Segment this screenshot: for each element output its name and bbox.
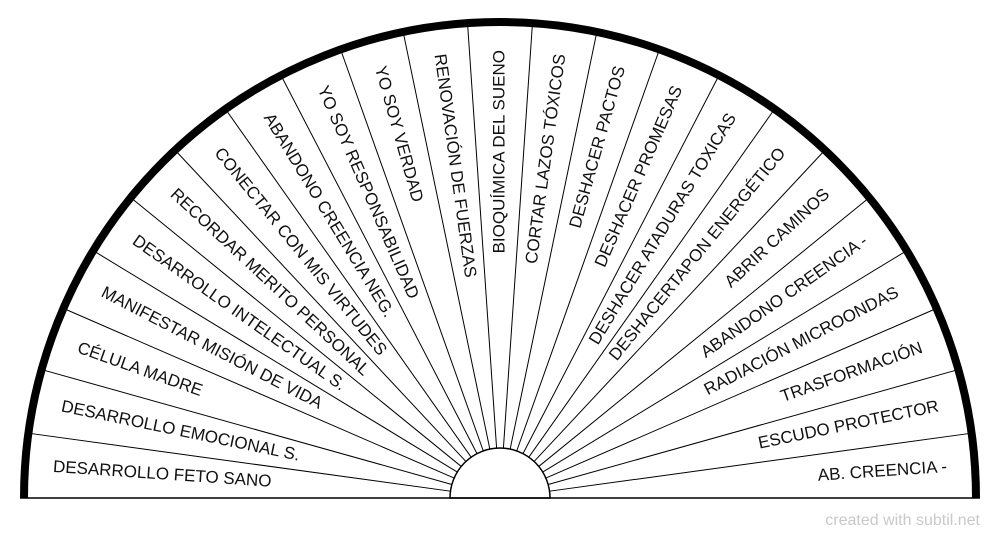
segment-divider	[280, 75, 478, 454]
segment-label: YO SOY VERDAD	[371, 64, 427, 204]
segment-divider	[538, 197, 870, 467]
segment-divider	[225, 108, 472, 458]
segment-divider	[522, 75, 720, 454]
segment-divider	[63, 307, 455, 479]
inner-hub	[449, 447, 551, 499]
segment-divider	[402, 31, 491, 450]
segment-label: BIOQUÍMICA DEL SUENO	[489, 50, 508, 253]
segment-divider	[549, 432, 972, 492]
segment-divider	[528, 108, 775, 458]
segment-divider	[509, 31, 598, 450]
segment-label: RENOVACIÓN DE FUERZAS	[431, 53, 481, 279]
segment-divider	[130, 197, 462, 467]
segment-divider	[516, 49, 660, 452]
segment-divider	[545, 307, 937, 479]
segment-divider	[542, 250, 907, 473]
segment-divider	[340, 49, 484, 452]
segment-label: AB. CREENCIA -	[817, 457, 947, 485]
segment-dividers	[28, 23, 972, 492]
segment-divider	[467, 23, 498, 449]
segment-divider	[174, 149, 467, 462]
segment-divider	[548, 369, 959, 485]
segment-divider	[28, 432, 451, 492]
segment-label: CORTAR LAZOS TÓXICOS	[522, 53, 570, 265]
segment-divider	[41, 369, 452, 485]
outer-arc	[20, 18, 980, 499]
segment-divider	[93, 250, 458, 473]
credit-text: created with subtil.net	[825, 512, 980, 529]
segment-divider	[502, 23, 533, 449]
segment-divider	[533, 149, 826, 462]
segment-label: CÉLULA MADRE	[75, 338, 205, 400]
